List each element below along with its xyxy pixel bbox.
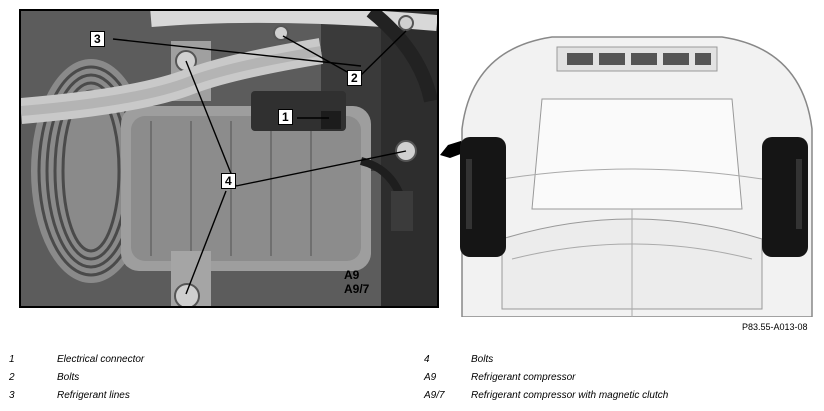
callout-4: 4: [221, 173, 236, 189]
legend-text-3: Refrigerant lines: [57, 390, 130, 401]
legend-text-4: Bolts: [471, 354, 494, 365]
callout-2: 2: [347, 70, 362, 86]
legend-num-a9-7: A9/7: [424, 390, 445, 401]
model-label-a9: A9: [344, 268, 360, 282]
figure-code: P83.55-A013-08: [742, 322, 808, 332]
legend-num-3: 3: [9, 390, 15, 401]
vehicle-underside-image: [442, 9, 824, 317]
legend-num-a9: A9: [424, 372, 437, 383]
legend-text-1: Electrical connector: [57, 354, 145, 365]
legend-text-2: Bolts: [57, 372, 80, 383]
callout-1: 1: [278, 109, 293, 125]
legend-text-a9: Refrigerant compressor: [471, 372, 576, 383]
legend-text-a9-7: Refrigerant compressor with magnetic clu…: [471, 390, 669, 401]
model-label-a9-7: A9/7: [344, 282, 370, 296]
callout-3: 3: [90, 31, 105, 47]
legend-num-4: 4: [424, 354, 430, 365]
compressor-closeup-image: [19, 9, 439, 308]
legend-num-2: 2: [9, 372, 15, 383]
legend-num-1: 1: [9, 354, 15, 365]
